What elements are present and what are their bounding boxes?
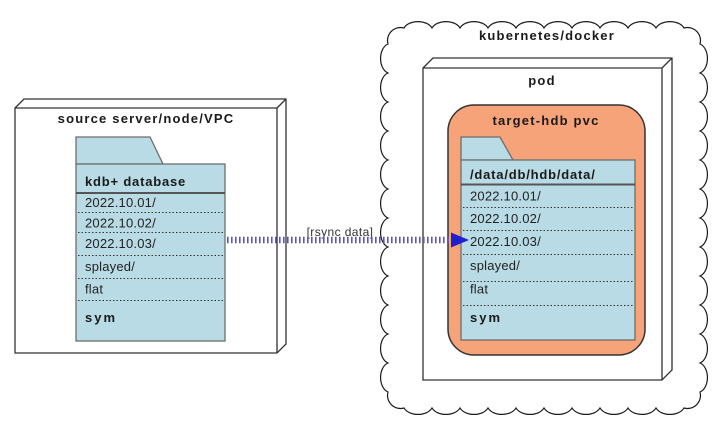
source-folder-title: kdb+ database xyxy=(85,174,186,189)
folder-body xyxy=(460,159,636,341)
target-folder-sym-row: sym xyxy=(470,310,502,325)
source-folder-row: 2022.10.01/ xyxy=(85,195,156,210)
target-folder: /data/db/hdb/data/ 2022.10.01/ 2022.10.0… xyxy=(460,136,636,341)
target-folder-row: flat xyxy=(470,282,488,297)
pvc-title: target-hdb pvc xyxy=(492,113,599,128)
target-folder-row: splayed/ xyxy=(470,258,520,273)
source-folder-sym-row: sym xyxy=(85,310,117,325)
cloud-title: kubernetes/docker xyxy=(479,28,615,43)
source-folder-row: 2022.10.03/ xyxy=(85,236,156,251)
folder-tab-icon xyxy=(75,136,165,165)
rsync-arrow: [rsync data] xyxy=(227,225,469,248)
kdb-folder: kdb+ database 2022.10.01/ 2022.10.02/ 20… xyxy=(75,136,226,342)
target-folder-row: 2022.10.03/ xyxy=(470,234,541,249)
target-folder-row-separators xyxy=(463,207,633,306)
target-folder-title: /data/db/hdb/data/ xyxy=(470,167,596,182)
pod-box-depth-edges xyxy=(423,57,673,380)
rsync-arrow-label: [rsync data] xyxy=(307,225,374,239)
source-box-depth-edges xyxy=(15,98,287,353)
source-folder-row: splayed/ xyxy=(85,259,135,274)
pod-title: pod xyxy=(528,73,555,88)
source-box-title: source server/node/VPC xyxy=(58,111,235,126)
target-folder-row: 2022.10.01/ xyxy=(470,189,541,204)
source-folder-row: flat xyxy=(85,282,103,297)
rsync-arrow-head xyxy=(451,232,469,248)
target-folder-row: 2022.10.02/ xyxy=(470,211,541,226)
source-folder-row: 2022.10.02/ xyxy=(85,216,156,231)
